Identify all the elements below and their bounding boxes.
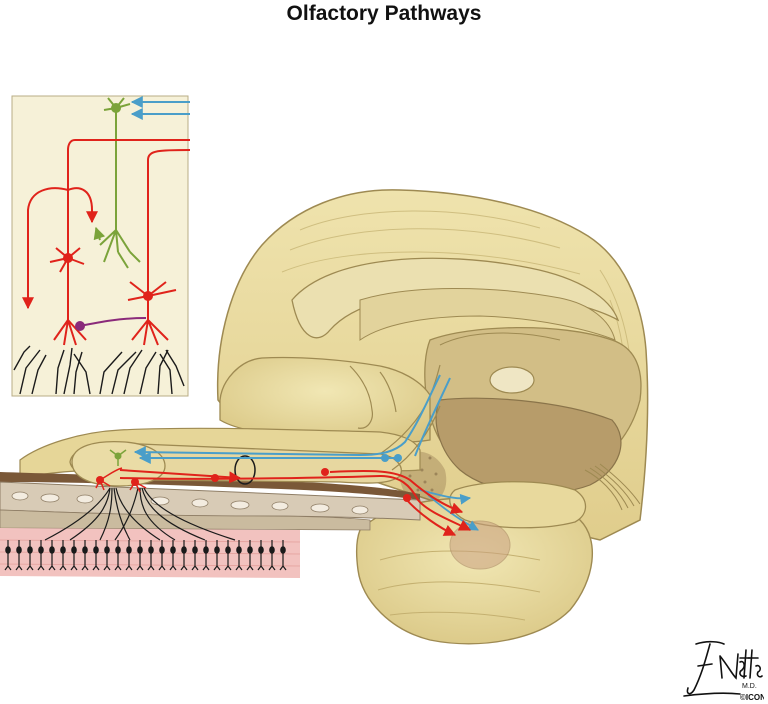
receptor-cell-body xyxy=(60,546,66,554)
receptor-cell-body xyxy=(258,546,264,554)
efferent-fiber-1 xyxy=(133,374,441,459)
neuron-body-red-3 xyxy=(403,494,411,502)
receptor-cell-body xyxy=(104,546,110,554)
uncus xyxy=(449,481,587,529)
inset-granule-cell xyxy=(99,97,141,269)
receptor-cell-body xyxy=(93,546,99,554)
receptor-cell-body xyxy=(181,546,187,554)
receptor-cell-body xyxy=(115,546,121,554)
neuron-body-red-1 xyxy=(211,474,219,482)
afferent-fiber-2 xyxy=(119,474,472,531)
bone-foramina xyxy=(11,491,369,515)
receptor-cell-body xyxy=(49,546,55,554)
afferent-fiber-4 xyxy=(404,497,457,536)
receptor-cell-body xyxy=(192,546,198,554)
fornix xyxy=(439,332,561,346)
receptor-cell-body xyxy=(214,546,220,554)
inset-receptor-axons xyxy=(13,345,185,395)
pathway-lines xyxy=(95,374,479,536)
anterior-commissure xyxy=(489,366,535,394)
afferent-fiber-3 xyxy=(329,469,464,514)
receptor-cell-body xyxy=(247,546,253,554)
receptor-cell-body xyxy=(38,546,44,554)
efferent-fiber-3 xyxy=(414,377,451,457)
copyright-icon-label: ©ICON xyxy=(740,693,764,702)
receptor-cell-body xyxy=(170,546,176,554)
receptor-cell-body xyxy=(269,546,275,554)
receptor-cell-body xyxy=(148,546,154,554)
inset-periglomerular-connector xyxy=(79,317,147,327)
receptor-cell-body xyxy=(203,546,209,554)
receptor-cell-body xyxy=(5,546,11,554)
receptor-cell-body xyxy=(71,546,77,554)
neuron-body-blue-2 xyxy=(394,454,402,462)
receptor-cell-body xyxy=(27,546,33,554)
brain-medial-view xyxy=(19,189,649,645)
page-title: Olfactory Pathways xyxy=(286,2,482,25)
anterior-olfactory-nucleus xyxy=(234,455,256,485)
lateral-ventricle xyxy=(359,287,616,341)
neuron-body-red-2 xyxy=(321,468,329,476)
receptor-cell-body xyxy=(82,546,88,554)
olfactory-nerve-fibers xyxy=(44,487,236,541)
receptor-cell-body xyxy=(137,546,143,554)
inset-microcircuit xyxy=(11,95,191,397)
signature-md: M.D. xyxy=(742,683,757,690)
receptor-cell-body xyxy=(280,546,286,554)
receptor-cell-body xyxy=(159,546,165,554)
receptor-cell-body xyxy=(225,546,231,554)
afferent-fiber-1 xyxy=(119,469,242,484)
stria-medullaris xyxy=(584,463,641,511)
amygdala-region xyxy=(449,520,511,570)
netter-signature-logo: M.D. ©ICON xyxy=(683,640,764,702)
receptor-cell-body xyxy=(16,546,22,554)
olfactory-receptor-cells xyxy=(4,540,287,571)
corpus-callosum xyxy=(291,257,620,339)
hypothalamus xyxy=(435,397,622,494)
receptor-cell-body xyxy=(236,546,242,554)
neuron-body-blue-1 xyxy=(381,454,389,462)
receptor-cell-body xyxy=(126,546,132,554)
